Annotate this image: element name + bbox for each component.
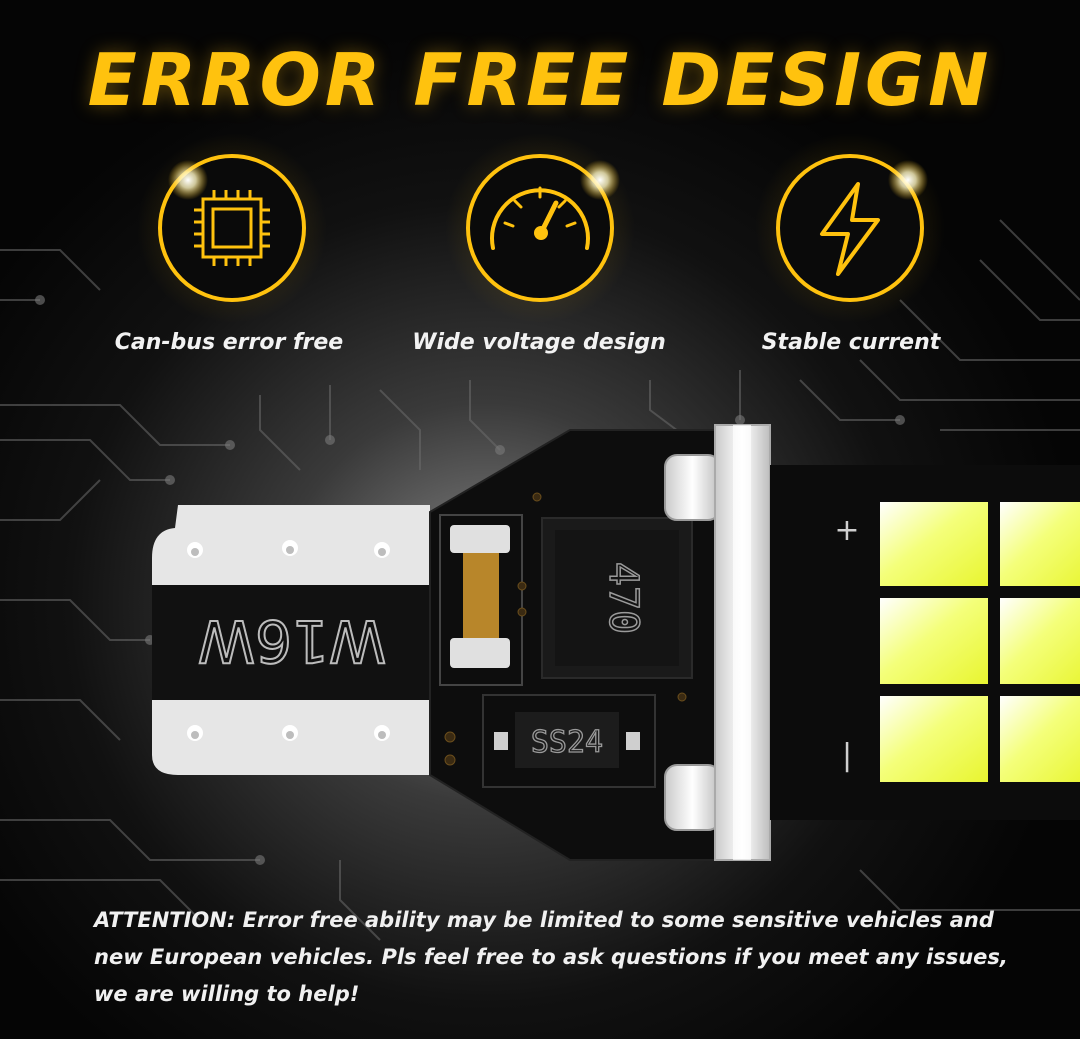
- led-chips: [880, 502, 1080, 782]
- inductor-marking: 470: [600, 562, 646, 634]
- chip-icon: [137, 133, 327, 323]
- minus-sign: |: [842, 738, 852, 773]
- wedge-base: [152, 505, 432, 775]
- circuit-traces: [0, 219, 1080, 941]
- plus-sign: +: [834, 513, 859, 548]
- feature-label-current: Stable current: [761, 330, 941, 355]
- diode-marking: SS24: [531, 725, 603, 760]
- feature-label-voltage: Wide voltage design: [412, 330, 666, 355]
- resistor: [439, 514, 523, 686]
- feature-label-canbus: Can-bus error free: [114, 330, 344, 355]
- headline: ERROR FREE DESIGN: [87, 38, 993, 122]
- gauge-icon: [445, 133, 635, 323]
- inductor: [541, 517, 693, 679]
- diode: [482, 694, 656, 788]
- model-marking: W16W: [198, 607, 387, 675]
- attention-note: ATTENTION: Error free ability may be lim…: [94, 908, 1008, 1006]
- lightning-icon: [755, 133, 945, 323]
